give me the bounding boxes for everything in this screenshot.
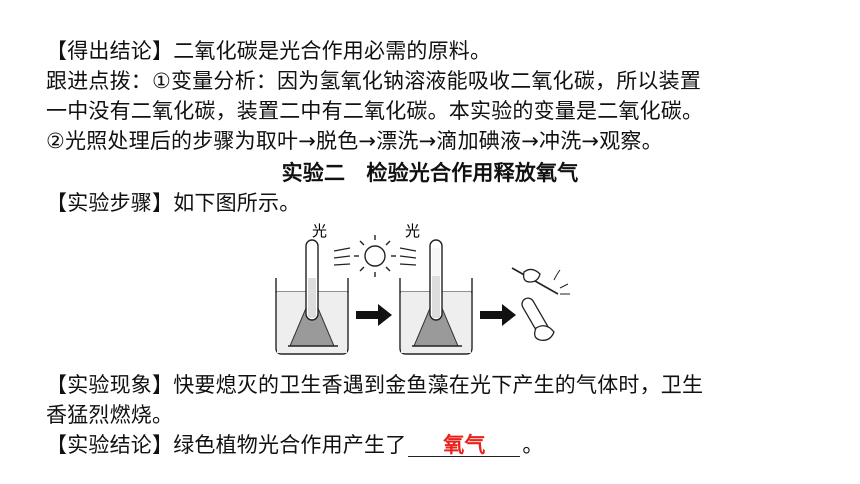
arrow-right-icon <box>480 304 516 326</box>
section-heading: 实验二 检验光合作用释放氧气 <box>281 161 579 185</box>
beaker-setup-2 <box>399 239 473 355</box>
tip-line-3: ②光照处理后的步骤为取叶→脱色→漂洗→滴加碘液→冲洗→观察。 <box>46 129 663 153</box>
light-label-right: 光 <box>405 222 420 240</box>
experiment-figure: 光 光 <box>275 222 570 355</box>
conclusion-line-1: 【得出结论】二氧化碳是光合作用必需的原料。 <box>46 39 492 63</box>
phenomenon-line-2: 香猛烈燃烧。 <box>46 403 174 427</box>
light-label-left: 光 <box>312 222 327 240</box>
light-rays-icon <box>333 247 417 266</box>
answer-text: 氧气 <box>443 433 486 457</box>
conclusion-line-2: 【实验结论】绿色植物光合作用产生了 氧气 。 <box>46 432 544 458</box>
steps-line: 【实验步骤】如下图所示。 <box>46 191 301 215</box>
conclusion-suffix: 。 <box>522 433 544 457</box>
conclusion-prefix: 【实验结论】绿色植物光合作用产生了 <box>46 433 407 457</box>
arrow-right-icon <box>356 304 392 326</box>
sun-icon <box>354 235 396 277</box>
hand-holding-incense-icon <box>511 267 570 341</box>
tip-line-2: 一中没有二氧化碳，装置二中有二氧化碳。本实验的变量是二氧化碳。 <box>46 99 704 123</box>
tip-line-1: 跟进点拨：①变量分析：因为氢氧化钠溶液能吸收二氧化碳，所以装置 <box>46 69 702 93</box>
beaker-setup-1 <box>275 239 349 355</box>
answer-blank[interactable]: 氧气 <box>408 433 521 457</box>
phenomenon-line-1: 【实验现象】快要熄灭的卫生香遇到金鱼藻在光下产生的气体时，卫生 <box>46 373 704 397</box>
